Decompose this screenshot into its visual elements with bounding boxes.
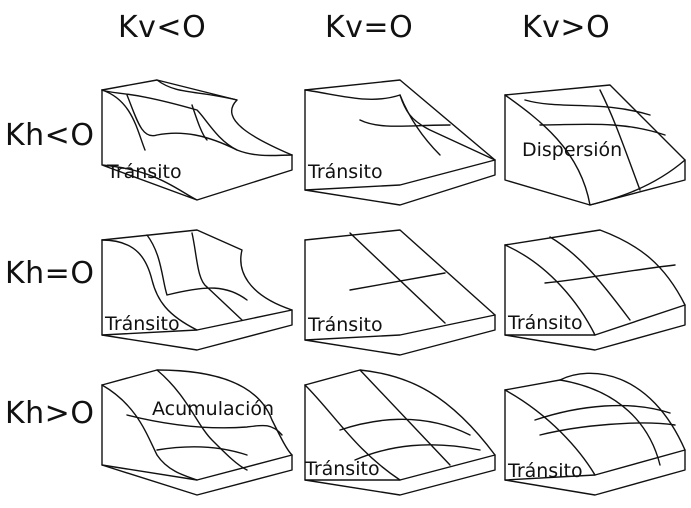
block-kh-neg-kv-zero: Tránsito <box>304 79 496 206</box>
column-header-kv-negative: Kv<O <box>118 10 207 45</box>
cell-label: Tránsito <box>104 313 180 335</box>
column-header-kv-positive: Kv>O <box>522 10 611 45</box>
block-kh-pos-kv-neg: Acumulación <box>101 369 293 496</box>
cell-label: Tránsito <box>304 458 380 480</box>
block-kh-zero-kv-zero: Tránsito <box>304 229 496 356</box>
block-kh-pos-kv-pos: Tránsito <box>504 372 686 496</box>
cell-label: Tránsito <box>507 312 583 334</box>
cell-label: Acumulación <box>152 398 274 420</box>
cell-label: Tránsito <box>307 161 383 183</box>
cell-label: Tránsito <box>106 161 182 183</box>
block-kh-neg-kv-neg: Tránsito <box>101 79 293 201</box>
column-header-kv-zero: Kv=O <box>325 10 414 45</box>
row-header-kh-zero: Kh=O <box>5 256 95 291</box>
cell-label: Dispersión <box>522 139 622 161</box>
row-header-kh-negative: Kh<O <box>5 118 95 153</box>
cell-label: Tránsito <box>507 460 583 482</box>
row-header-kh-positive: Kh>O <box>5 396 95 431</box>
block-kh-zero-kv-pos: Tránsito <box>504 229 686 351</box>
block-kh-zero-kv-neg: Tránsito <box>101 229 293 351</box>
cell-label: Tránsito <box>307 314 383 336</box>
block-kh-neg-kv-pos: Dispersión <box>504 84 686 206</box>
block-kh-pos-kv-zero: Tránsito <box>304 369 496 496</box>
